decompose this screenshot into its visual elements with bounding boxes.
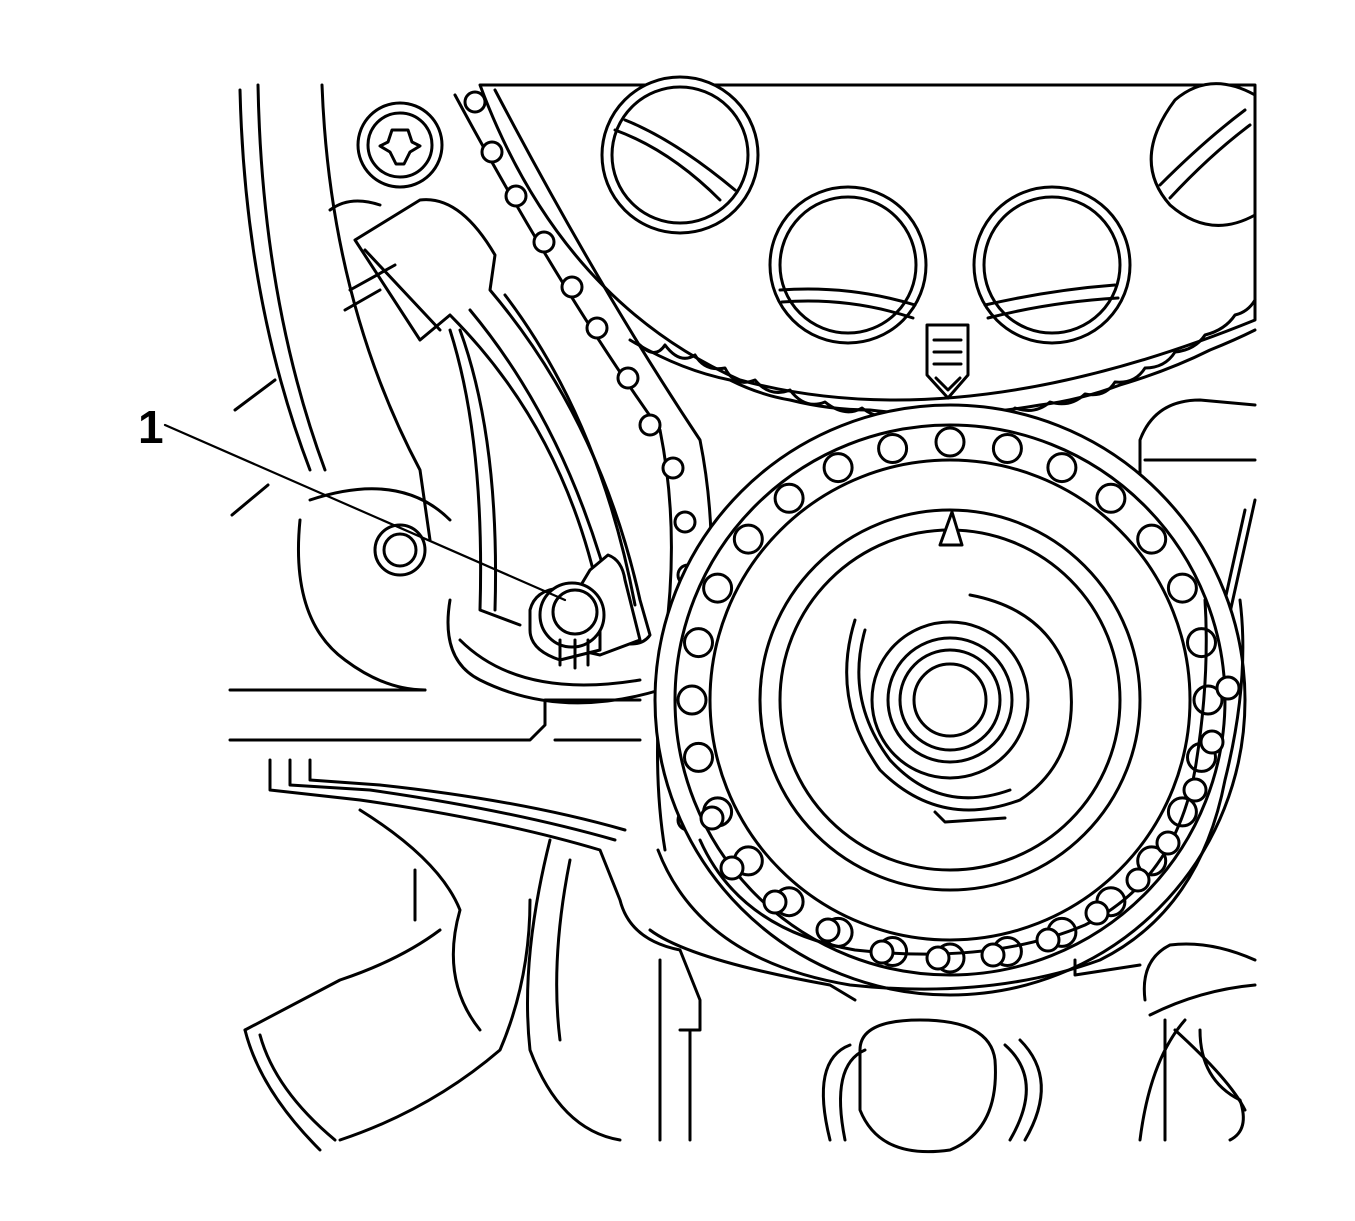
chain-roller [463,90,487,114]
chain-roller [762,889,788,915]
camshaft-timing-mark [925,323,970,400]
chain-roller [1125,867,1151,893]
guide-pivot-bolt [528,553,642,670]
chain-roller [1182,777,1208,803]
sprocket-tooth [991,433,1023,464]
chain-roller [560,275,584,299]
chain-roller [532,230,556,254]
camshaft-gear [478,75,1257,420]
chain-roller [638,413,662,437]
chain-roller [480,140,504,164]
torx-bolt-top [356,101,444,189]
sprocket-tooth [773,482,805,514]
sprocket-tooth [732,523,764,555]
guide-bracket [373,328,662,705]
chain-roller [1155,830,1181,856]
timing-chain-lower [656,598,1245,991]
sprocket-tooth [1136,523,1168,555]
sprocket-tooth [934,426,966,458]
chain-roller [719,855,745,881]
sprocket-tooth [683,741,714,773]
leader-line-1 [163,423,567,602]
chain-roller [925,945,951,971]
sprocket-tooth [822,452,854,484]
sprocket-tooth [676,684,708,716]
sprocket-tooth [1095,482,1127,514]
left-housing-outline [228,83,452,692]
sprocket-tooth [1136,845,1168,877]
sprocket-tooth [1186,627,1217,659]
sprocket-tooth [1192,684,1224,716]
callout-label-1: 1 [138,401,164,453]
chain-roller [673,510,697,534]
chain-roller [1215,675,1241,701]
crankshaft-sprocket [653,403,1247,997]
sprocket-tooth [877,433,909,464]
chain-roller [504,184,528,208]
sprocket-tooth [683,627,714,659]
chain-roller [1084,900,1110,926]
chain-roller [869,939,895,965]
lower-housing [228,698,1257,1152]
sprocket-tooth [1166,572,1198,604]
chain-roller [1199,729,1225,755]
chain-roller [585,316,609,340]
callout-1: 1 [138,401,567,602]
sprocket-tooth [1166,796,1198,828]
chain-roller [661,456,685,480]
chain-roller [815,917,841,943]
chain-roller [699,805,725,831]
sprocket-tooth [702,572,734,604]
chain-roller [616,366,640,390]
chain-roller [980,942,1006,968]
oil-pump-drive [821,1018,1043,1154]
chain-roller [1035,927,1061,953]
sprocket-tooth [1046,452,1078,484]
